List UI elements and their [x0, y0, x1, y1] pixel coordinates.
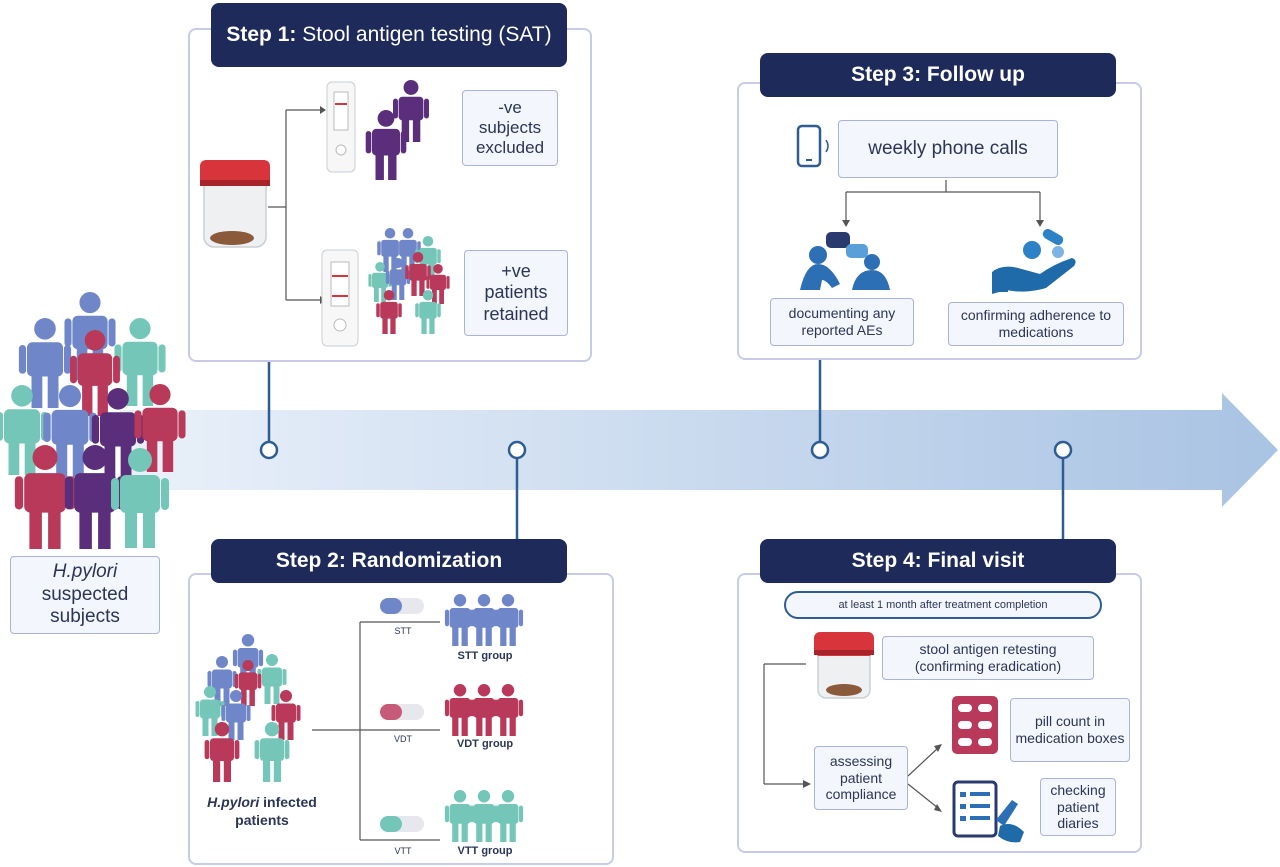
stt-group-label: STT group — [457, 650, 513, 662]
stt-pill-icon — [380, 598, 424, 614]
crowd-person-icon — [18, 318, 72, 408]
group-person-icon — [468, 594, 500, 646]
conversation-icon — [800, 232, 890, 290]
crowd-person-icon — [91, 388, 145, 478]
diary-clipboard-icon — [952, 780, 1024, 843]
suspected-subjects-text: suspected subjects — [41, 583, 129, 628]
stool-retest-label: stool antigen retesting (confirming erad… — [882, 636, 1094, 680]
stool-jar-icon — [200, 160, 270, 248]
infected-person-icon — [254, 722, 290, 782]
retained-person-icon — [426, 264, 450, 304]
group-person-icon — [492, 594, 524, 646]
infected-rest: infected patients — [235, 794, 317, 828]
positive-test-cassette — [321, 249, 359, 347]
h-pylori-italic: H.pylori — [52, 561, 118, 583]
excluded-person-icon — [365, 110, 407, 180]
retained-person-icon — [415, 236, 441, 280]
vtt-pill-icon — [380, 816, 424, 832]
crowd-person-icon — [111, 448, 169, 548]
step2-title-text: Step 2: Randomization — [275, 548, 503, 572]
vtt-group-label: VTT group — [457, 845, 513, 857]
infected-person-icon — [207, 656, 237, 706]
step3-title: Step 3: Follow up — [760, 53, 1116, 97]
step2-title: Step 2: Randomization — [211, 539, 567, 583]
retained-person-icon — [395, 228, 421, 272]
assessing-compliance-label: assessing patient compliance — [814, 746, 908, 810]
crowd-person-icon — [70, 330, 120, 416]
negative-excluded-label: -ve subjects excluded — [462, 90, 558, 166]
documenting-aes-label: documenting any reported AEs — [770, 298, 914, 346]
timing-label: at least 1 month after treatment complet… — [784, 591, 1102, 619]
group-person-icon — [492, 790, 524, 842]
step1-title: Step 1: Stool antigen testing (SAT) — [211, 3, 567, 67]
step4-title-text: Step 4: Final visit — [851, 548, 1025, 572]
retained-person-icon — [385, 258, 411, 300]
hand-pills-icon — [992, 229, 1076, 294]
step1-title-bold: Step 1: — [226, 22, 297, 46]
phone-icon — [796, 124, 829, 168]
crowd-person-icon — [14, 445, 76, 549]
confirming-adherence-label: confirming adherence to medications — [948, 302, 1124, 346]
suspected-subjects-label: H.pylori suspected subjects — [10, 556, 160, 634]
retained-person-icon — [415, 290, 441, 334]
vdt-pill-label: VDT — [394, 734, 412, 744]
group-person-icon — [492, 684, 524, 736]
infected-italic: H.pylori — [207, 794, 260, 810]
retained-person-icon — [376, 290, 402, 334]
excluded-person-icon — [393, 80, 429, 142]
step4-title: Step 4: Final visit — [760, 539, 1116, 583]
weekly-calls-label: weekly phone calls — [838, 120, 1058, 178]
group-person-icon — [468, 790, 500, 842]
infected-person-icon — [234, 660, 262, 706]
retained-person-icon — [405, 252, 431, 296]
blister-pack-icon — [952, 696, 998, 754]
negative-test-cassette — [326, 81, 356, 173]
crowd-person-icon — [134, 384, 186, 472]
vdt-pill-icon — [380, 704, 424, 720]
infected-person-icon — [271, 690, 301, 740]
infected-person-icon — [221, 690, 251, 740]
infected-person-icon — [257, 654, 287, 704]
step3-title-text: Step 3: Follow up — [851, 62, 1025, 86]
vdt-group-label: VDT group — [456, 738, 514, 750]
retest-jar-icon — [814, 632, 874, 699]
checking-diaries-label: checking patient diaries — [1040, 778, 1116, 836]
step1-title-rest: Stool antigen testing (SAT) — [302, 22, 552, 46]
stt-pill-label: STT — [394, 626, 412, 636]
positive-retained-label: +ve patients retained — [464, 250, 568, 336]
vtt-pill-label: VTT — [394, 846, 412, 856]
group-person-icon — [468, 684, 500, 736]
pill-count-label: pill count in medication boxes — [1010, 698, 1130, 762]
infected-person-icon — [204, 722, 240, 782]
infected-patients-label: H.pylori infected patients — [192, 794, 332, 829]
